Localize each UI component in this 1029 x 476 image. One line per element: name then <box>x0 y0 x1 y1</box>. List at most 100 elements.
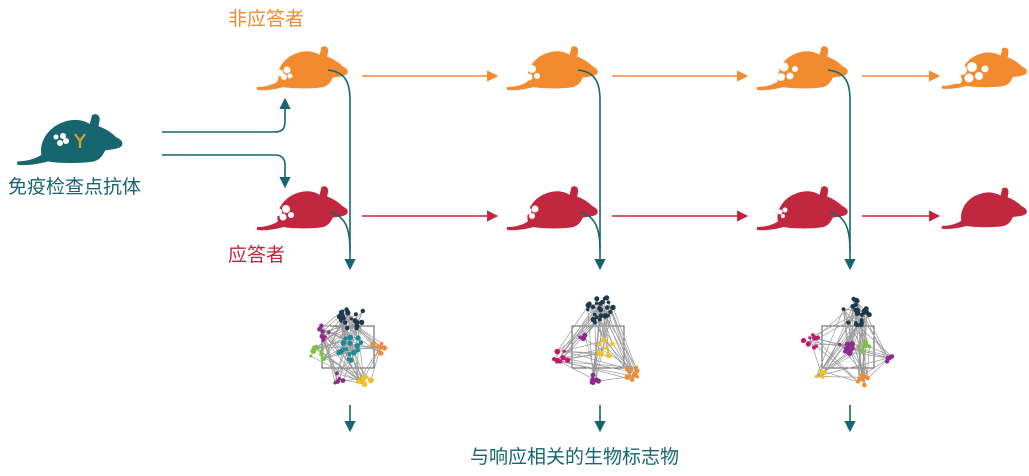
non-responder-mouse-icon <box>756 46 848 91</box>
antibody-icon <box>74 133 86 148</box>
network-node <box>309 354 313 358</box>
network-node <box>368 377 374 384</box>
network-edge <box>562 347 607 359</box>
network-node <box>354 319 360 325</box>
network-edge <box>824 322 863 373</box>
network-node <box>586 307 590 312</box>
network-graph-icon <box>309 307 387 387</box>
network-node <box>377 349 381 354</box>
network-node <box>319 333 325 339</box>
network-edge <box>816 345 859 382</box>
network-node <box>590 372 596 378</box>
network-edge <box>814 337 859 382</box>
antibody-label: 免疫检查点抗体 <box>8 176 142 198</box>
non-responder-mouse-icon <box>941 47 1027 89</box>
network-node <box>856 344 861 349</box>
network-node <box>565 357 571 363</box>
network-node <box>847 345 851 349</box>
network-node <box>354 323 360 329</box>
network-node <box>634 368 640 374</box>
network-node <box>562 349 566 353</box>
network-node <box>867 345 872 349</box>
network-edge <box>608 302 631 372</box>
network-edge <box>598 376 628 382</box>
network-node <box>340 312 344 316</box>
network-node <box>860 372 866 378</box>
network-node <box>598 313 604 319</box>
network-edge <box>321 336 360 381</box>
network-node <box>380 341 384 346</box>
network-node <box>859 320 865 325</box>
network-node <box>862 382 867 388</box>
network-node <box>850 346 855 351</box>
network-node <box>339 319 343 323</box>
network-edge <box>342 352 355 381</box>
network-node <box>887 355 892 361</box>
network-node <box>376 344 381 348</box>
network-node <box>624 374 630 380</box>
network-node <box>603 338 607 343</box>
network-node <box>558 359 563 364</box>
network-node <box>820 374 825 379</box>
network-edge <box>324 336 350 355</box>
network-node <box>343 336 348 341</box>
network-node <box>631 372 638 378</box>
network-edge <box>346 346 381 350</box>
network-node <box>347 352 352 357</box>
network-node <box>578 335 582 339</box>
network-node <box>381 345 387 351</box>
network-node <box>811 345 817 350</box>
network-node <box>812 335 818 341</box>
network-node <box>361 381 368 387</box>
network-edge <box>370 343 383 381</box>
network-node <box>320 329 325 334</box>
network-node <box>629 377 635 382</box>
network-node <box>327 330 331 334</box>
network-node <box>595 315 599 320</box>
network-node <box>319 323 324 328</box>
network-node <box>805 341 811 347</box>
network-edge <box>603 315 609 340</box>
network-node <box>846 320 851 325</box>
network-edge <box>357 346 382 383</box>
network-node <box>842 349 848 354</box>
network-node <box>359 320 365 325</box>
network-node <box>608 309 613 315</box>
tumor-icon <box>53 133 69 146</box>
network-node <box>606 300 611 305</box>
network-node <box>592 312 597 317</box>
network-edge <box>347 312 355 353</box>
network-edge <box>869 346 893 357</box>
network-node <box>554 359 560 364</box>
network-edge <box>557 303 590 352</box>
responder-mouse-icon <box>506 186 598 231</box>
network-node <box>339 348 344 353</box>
network-edge <box>557 360 596 381</box>
network-edge <box>584 319 601 336</box>
network-node <box>347 340 353 346</box>
network-node <box>863 306 869 312</box>
non-responder-mouse-icon <box>506 46 598 91</box>
network-node <box>625 366 631 372</box>
network-edge <box>863 350 890 359</box>
network-node <box>317 327 322 332</box>
network-node <box>595 378 602 384</box>
network-edge <box>604 340 638 378</box>
network-node <box>846 350 853 356</box>
network-node <box>560 355 566 361</box>
network-node <box>554 348 561 355</box>
network-edge <box>560 361 638 378</box>
network-node <box>360 308 365 314</box>
network-node <box>605 352 612 359</box>
network-node <box>321 337 326 342</box>
network-edge <box>824 312 867 373</box>
network-node <box>800 337 807 344</box>
network-node <box>849 341 855 347</box>
network-node <box>335 371 339 376</box>
network-node <box>337 377 342 381</box>
network-edge <box>600 309 635 376</box>
network-node <box>344 347 349 352</box>
network-graph-icon <box>800 296 895 388</box>
network-node <box>342 320 348 325</box>
